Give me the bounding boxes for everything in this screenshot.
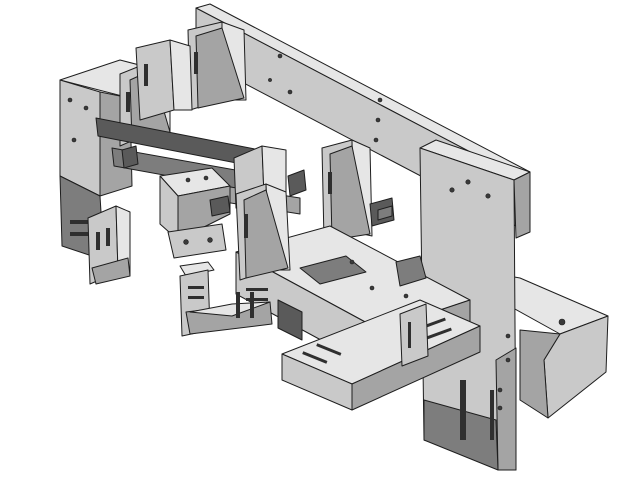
gusset-bracket-2 <box>187 21 247 111</box>
fastener-block-3 <box>287 169 307 197</box>
lower-shelf <box>281 299 481 411</box>
fastener-block-2 <box>369 197 395 227</box>
platform-gusset-lower <box>235 183 291 281</box>
fastener-block-4 <box>209 195 231 217</box>
left-clamp-bracket <box>87 205 131 285</box>
platform-gusset-upper <box>321 139 373 241</box>
small-flange-bracket <box>167 223 227 259</box>
fastener-block-1 <box>121 145 139 169</box>
platform-side-wall <box>399 303 429 367</box>
gusset-bracket-3 <box>135 39 193 121</box>
front-mount-bracket <box>179 261 273 337</box>
